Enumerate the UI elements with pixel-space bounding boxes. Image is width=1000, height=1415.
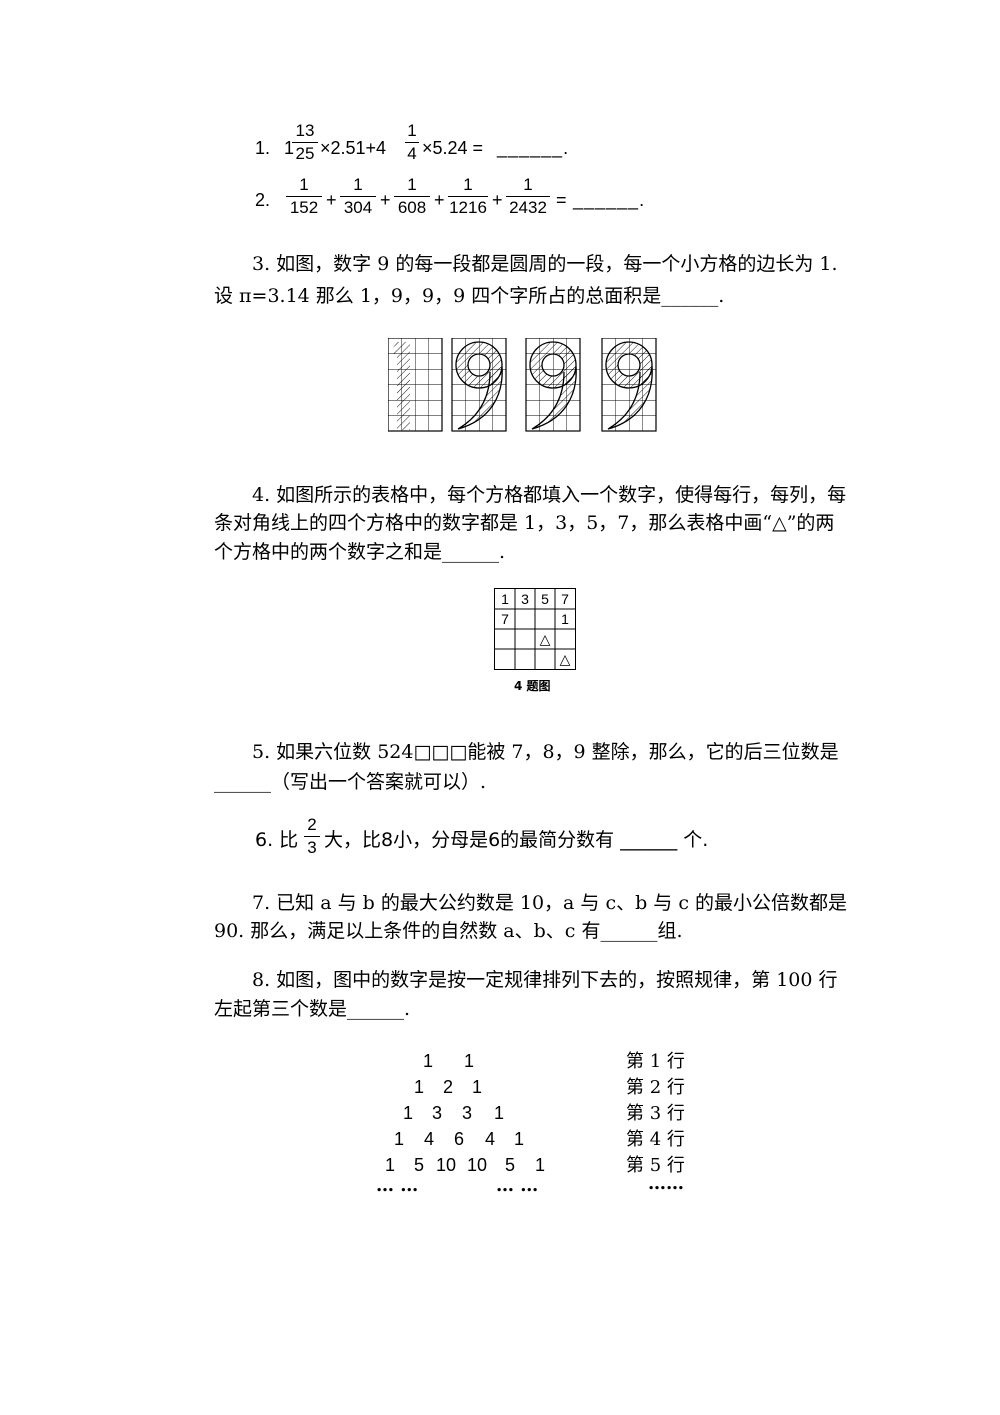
triangle-number: 4: [484, 1129, 495, 1149]
digit-9-grid-3: [601, 338, 657, 432]
denominator: 4: [407, 144, 417, 163]
q2-answer-blank: ______.: [573, 190, 646, 210]
grid-cell: 5: [541, 591, 549, 607]
q3-line-1: 3. 如图，数字 9 的每一段都是圆周的一段，每一个小方格的边长为 1.: [252, 253, 838, 275]
numerator: 13: [295, 121, 315, 140]
row-label: 第 3 行: [626, 1103, 685, 1124]
q7-line-1: 7. 已知 a 与 b 的最大公约数是 10，a 与 c、b 与 c 的最小公倍…: [252, 892, 848, 914]
q4-grid-lines: [495, 589, 575, 669]
triangle-number: 1: [463, 1051, 474, 1071]
q4-caption: 4 题图: [514, 679, 551, 693]
numerator: 1: [407, 121, 417, 140]
grid-cell: 1: [501, 591, 509, 607]
grid-cell: 1: [561, 611, 569, 627]
triangle-number: 5: [504, 1155, 515, 1175]
q2-equals: =: [556, 190, 567, 210]
q1-whole: 1: [284, 138, 295, 158]
q1-mid: ×2.51+4: [320, 138, 387, 158]
row-label-ellipsis: ……: [648, 1173, 684, 1194]
row-label: 第 1 行: [626, 1051, 685, 1072]
triangle-number: 10: [435, 1155, 457, 1175]
digit-9-grid-1: [451, 338, 507, 432]
triangle-mark-cell: △: [559, 651, 571, 667]
q1-answer-blank: ______.: [497, 138, 570, 158]
triangle-number: 1: [493, 1103, 504, 1123]
q6-prefix: 6. 比: [255, 829, 299, 851]
row-label: 第 5 行: [626, 1155, 685, 1176]
q2-plus: +: [434, 190, 445, 210]
triangle-number: 4: [423, 1129, 434, 1149]
ellipsis-right: … …: [496, 1175, 539, 1196]
triangle-number: 1: [384, 1155, 395, 1175]
triangle-number: 1: [471, 1077, 482, 1097]
triangle-number: 2: [442, 1077, 453, 1097]
q2-plus: +: [380, 190, 391, 210]
triangle-number: 3: [461, 1103, 472, 1123]
triangle-number: 1: [513, 1129, 524, 1149]
row-label: 第 2 行: [626, 1077, 685, 1098]
denominator: 25: [295, 144, 315, 163]
triangle-number: 1: [402, 1103, 413, 1123]
digit-1-grid: [388, 338, 443, 432]
q8-line-1: 8. 如图，图中的数字是按一定规律排列下去的，按照规律，第 100 行: [252, 969, 838, 991]
q5-line-1: 5. 如果六位数 524□□□能被 7，8，9 整除，那么，它的后三位数是: [252, 741, 839, 763]
ellipsis-left: … …: [376, 1175, 419, 1196]
q2-plus: +: [492, 190, 503, 210]
q3-line-2: 设 π=3.14 那么 1，9，9，9 四个字所占的总面积是______.: [214, 285, 725, 307]
q1-number: 1.: [255, 138, 271, 158]
row-label: 第 4 行: [626, 1129, 685, 1150]
triangle-number: 3: [431, 1103, 442, 1123]
q5-line-2: ______（写出一个答案就可以）.: [214, 771, 487, 793]
digit-9-grid-2: [525, 338, 581, 432]
digits-1999-figure: [388, 338, 657, 432]
q2-number: 2.: [255, 190, 271, 210]
q4-line-2: 条对角线上的四个方格中的数字都是 1，3，5，7，那么表格中画“△”的两: [214, 512, 835, 534]
q2-plus: +: [326, 190, 337, 210]
grid-cell: 7: [561, 591, 569, 607]
numerator: 2: [307, 815, 317, 834]
triangle-number: 1: [422, 1051, 433, 1071]
q4-grid: 1 3 5 7 7 1 △ △: [494, 588, 576, 670]
q7-line-2: 90. 那么，满足以上条件的自然数 a、b、c 有______组.: [214, 920, 683, 942]
grid-cell: 3: [521, 591, 529, 607]
triangle-number: 5: [413, 1155, 424, 1175]
q6-suffix: 大，比8小，分母是6的最简分数有 ______ 个.: [324, 829, 709, 851]
pascal-triangle-figure: 1 1 1 2 1 1 3 3 1 1 4 6 4 1 1 5 10 10 5 …: [370, 1045, 700, 1196]
triangle-number: 10: [466, 1155, 488, 1175]
triangle-number: 1: [534, 1155, 545, 1175]
denominator: 3: [307, 838, 317, 857]
triangle-number: 6: [453, 1129, 464, 1149]
grid-cell: 7: [501, 611, 509, 627]
q1-tail: ×5.24 =: [422, 138, 484, 158]
q4-line-3: 个方格中的两个数字之和是______.: [214, 541, 506, 563]
q4-line-1: 4. 如图所示的表格中，每个方格都填入一个数字，使得每行，每列，每: [252, 484, 847, 506]
triangle-number: 1: [393, 1129, 404, 1149]
q8-line-2: 左起第三个数是______.: [214, 998, 411, 1020]
triangle-mark-cell: △: [539, 631, 551, 647]
triangle-number: 1: [413, 1077, 424, 1097]
